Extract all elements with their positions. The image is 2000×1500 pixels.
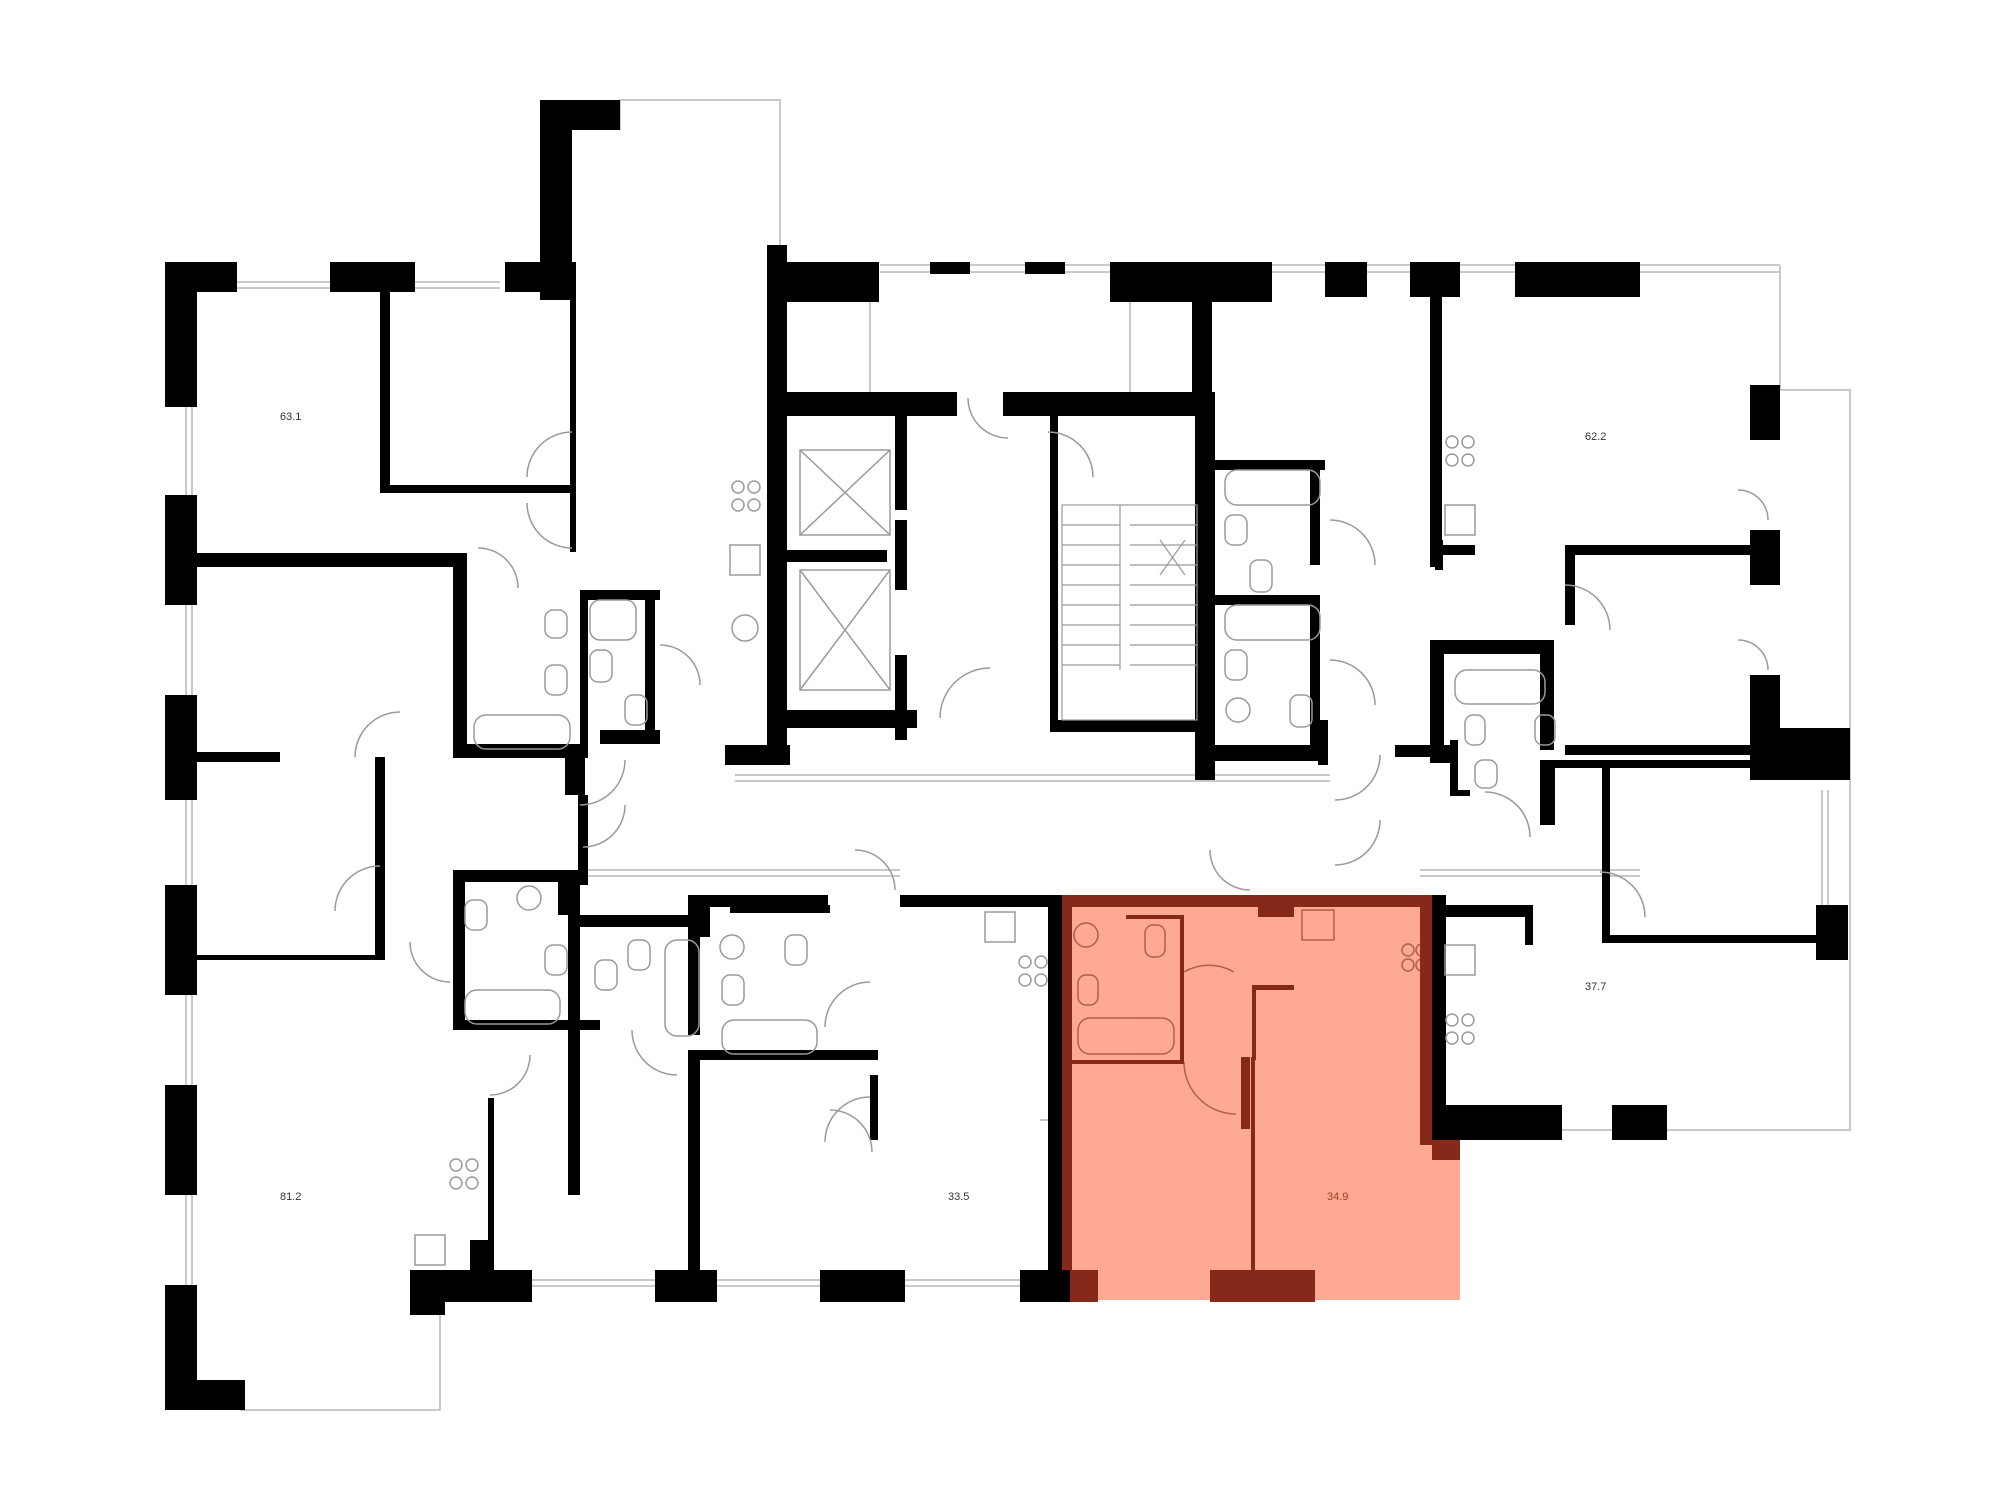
- stove-icons: [449, 435, 1475, 1190]
- selected-apartment-34-9[interactable]: [1060, 895, 1460, 1302]
- unit-area-34-9: 34.9: [1327, 1191, 1348, 1203]
- walls: [165, 100, 1850, 1410]
- selected-apartment-fill: [1060, 895, 1460, 1300]
- selected-apartment-fixtures: [1073, 909, 1429, 1115]
- door-swings: [334, 397, 1769, 1153]
- unit-area-62-2: 62.2: [1585, 431, 1606, 443]
- staircase: [1061, 504, 1198, 721]
- unit-area-81-2: 81.2: [280, 1191, 301, 1203]
- elevator-shafts: [799, 449, 891, 691]
- unit-area-37-7: 37.7: [1585, 981, 1606, 993]
- bathroom-fixtures: [414, 469, 1556, 1266]
- unit-area-33-5: 33.5: [948, 1191, 969, 1203]
- unit-area-63-1: 63.1: [280, 411, 301, 423]
